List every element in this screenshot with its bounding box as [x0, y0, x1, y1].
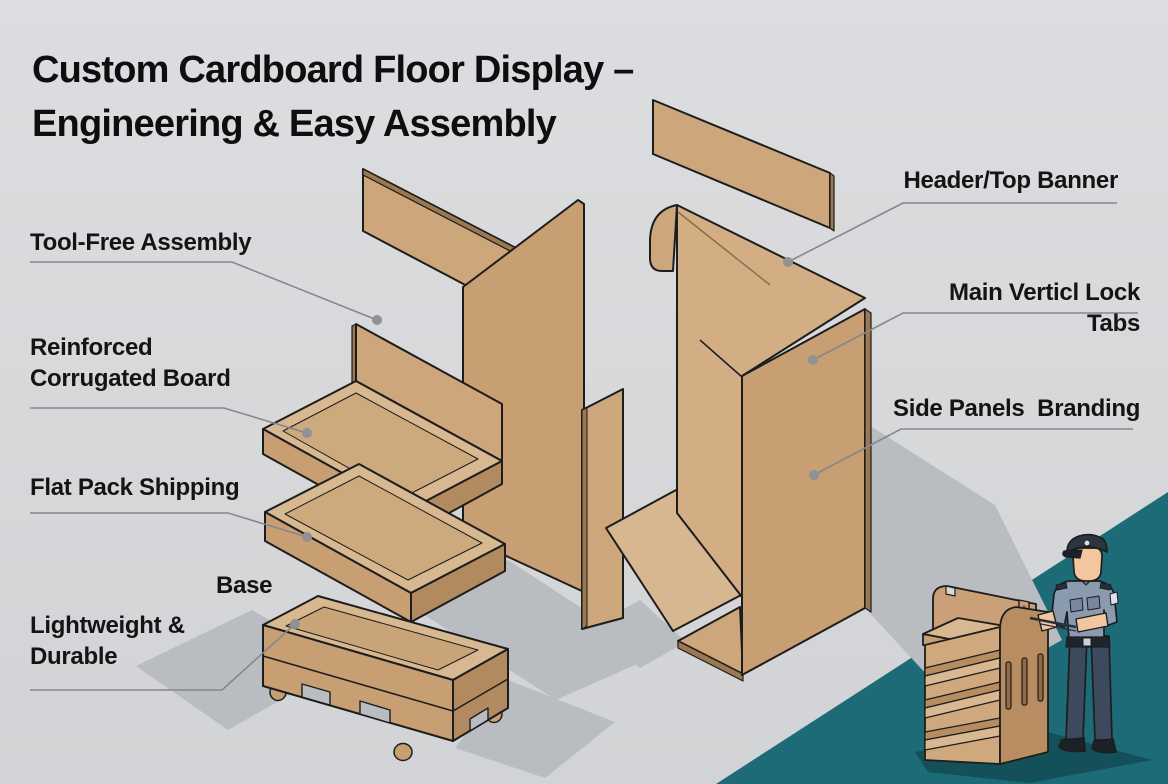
dot-tool-free — [372, 315, 382, 325]
lock-tab-strip — [581, 388, 624, 630]
callout-side-panels-branding: Side Panels Branding — [893, 395, 1141, 422]
header-banner-edge — [829, 172, 835, 232]
base-tray — [262, 595, 509, 762]
guard-cap-badge — [1083, 539, 1091, 547]
leader-side-panels — [813, 428, 1133, 476]
lock-tab-strip-edge — [581, 407, 588, 630]
guard-right-forearm — [1075, 612, 1109, 633]
lock-tab-strip-face — [581, 388, 624, 630]
vignette-slot-2 — [1021, 657, 1028, 706]
base-foot-notch-2 — [359, 700, 391, 724]
lower-shelf-side — [410, 543, 506, 623]
guard-left-leg — [1065, 635, 1088, 741]
side-panel — [741, 308, 872, 676]
vignette-header-notch — [945, 585, 956, 597]
callout-flat-pack-shipping: Flat Pack Shipping — [30, 474, 240, 501]
assembled-display-illustration — [922, 585, 1049, 765]
security-guard-illustration — [1029, 533, 1119, 754]
guard-pocket-right — [1086, 595, 1101, 611]
wrap-fold-line-2 — [699, 339, 743, 378]
callout-leader-lines — [30, 202, 1138, 691]
dot-reinforced — [302, 428, 312, 438]
guard-right-leg — [1090, 635, 1113, 741]
callout-main-vertical-lock-tabs: Main Verticl Lock Tabs — [949, 279, 1140, 337]
guard-pocket-left — [1069, 597, 1084, 613]
leader-tool-free — [30, 261, 378, 321]
leader-flat-pack — [30, 512, 308, 538]
base-foot-notch-1 — [301, 683, 331, 706]
dot-flat-pack — [302, 532, 312, 542]
vignette-slot-3 — [1037, 653, 1044, 702]
curved-top-flap — [649, 204, 678, 272]
assembly-tool-rod-2 — [1040, 623, 1077, 632]
page-title: Custom Cardboard Floor Display – Enginee… — [32, 44, 732, 152]
leader-lightweight — [30, 623, 296, 691]
guard-cap-brim — [1062, 549, 1083, 559]
callout-tool-free-assembly: Tool-Free Assembly — [30, 229, 252, 256]
dot-side-panels — [809, 470, 819, 480]
guard-epaulet-right — [1099, 582, 1112, 591]
title-line-2: Engineering & Easy Assembly — [32, 102, 557, 145]
callout-header-top-banner: Header/Top Banner — [903, 167, 1119, 194]
callout-base: Base — [216, 572, 273, 599]
callout-lightweight-durable: Lightweight & Durable — [30, 612, 185, 670]
side-panel-edge — [864, 308, 872, 613]
base-fold-line-front — [262, 655, 454, 712]
base-flap-edge — [677, 640, 744, 682]
wrap-fold-line-1 — [677, 211, 771, 286]
leader-lock-tabs — [812, 312, 1138, 361]
callout-dots — [290, 257, 819, 629]
dot-lightweight — [290, 619, 300, 629]
guard-epaulet-left — [1055, 582, 1068, 591]
caster-front — [393, 742, 413, 762]
assembly-tool-rod — [1029, 616, 1077, 629]
dot-header-banner — [783, 257, 793, 267]
lower-shelf-recess — [284, 475, 483, 581]
shadow-under-back-panel — [420, 560, 655, 700]
leader-header-banner — [787, 202, 1117, 263]
guard-left-shoe — [1058, 737, 1086, 753]
exploded-front-unit — [262, 168, 624, 762]
callout-reinforced-corrugated-board: Reinforced Corrugated Board — [30, 334, 231, 392]
guard-belt-buckle — [1082, 637, 1092, 647]
title-line-1: Custom Cardboard Floor Display – — [32, 49, 634, 91]
base-recess — [285, 606, 479, 671]
lower-shelf-tray — [264, 463, 506, 623]
guard-sleeve-badge — [1109, 591, 1119, 606]
exploded-main-body — [605, 99, 872, 682]
leader-reinforced — [30, 407, 308, 434]
guard-right-shoe — [1091, 738, 1117, 754]
dot-lock-tabs — [808, 355, 818, 365]
base-fold-line-side — [452, 678, 509, 712]
base-foot-notch-3 — [469, 707, 489, 732]
vignette-slot-1 — [1005, 661, 1012, 710]
shadow-under-lower-shelf — [496, 572, 560, 628]
header-banner-panel — [652, 99, 835, 232]
